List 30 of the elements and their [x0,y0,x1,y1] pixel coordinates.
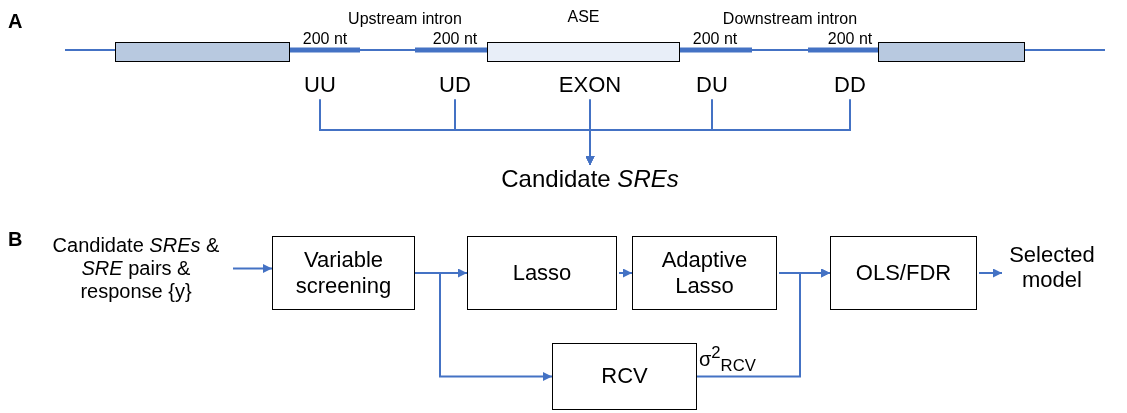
annotation-label: 200 nt [827,30,873,48]
exon-title: ASE [566,8,601,26]
annotation-label: Downstream intron [722,10,858,28]
process-box: Variable screening [272,236,415,310]
annotation-label: 200 nt [692,30,738,48]
process-box: OLS/FDR [830,236,977,310]
panel-letter: A [8,10,23,33]
process-box: Lasso [467,236,617,310]
panel-letter: B [8,228,23,251]
arrow [978,268,1003,278]
arrow [696,268,831,378]
node-text: Candidate SREs [501,165,679,193]
node-text: DD [834,72,866,98]
process-box: Adaptive Lasso [632,236,777,310]
arrow [232,264,273,273]
arrow [618,268,633,278]
node-text: UU [304,72,336,98]
arrow [585,98,851,166]
exon-box [878,42,1025,62]
annotation-label: 200 nt [432,30,478,48]
node-text: Candidate SREs & SRE pairs & response {y} [41,234,231,303]
node-text: UD [439,72,471,98]
annotation-label: Upstream intron [348,10,462,28]
annotation-label: 200 nt [302,30,348,48]
process-box: RCV [552,343,697,410]
arrow [414,272,553,381]
node-text: EXON [558,72,622,98]
node-text: Selected model [1002,242,1102,293]
node-text: DU [696,72,728,98]
exon-box [115,42,290,62]
